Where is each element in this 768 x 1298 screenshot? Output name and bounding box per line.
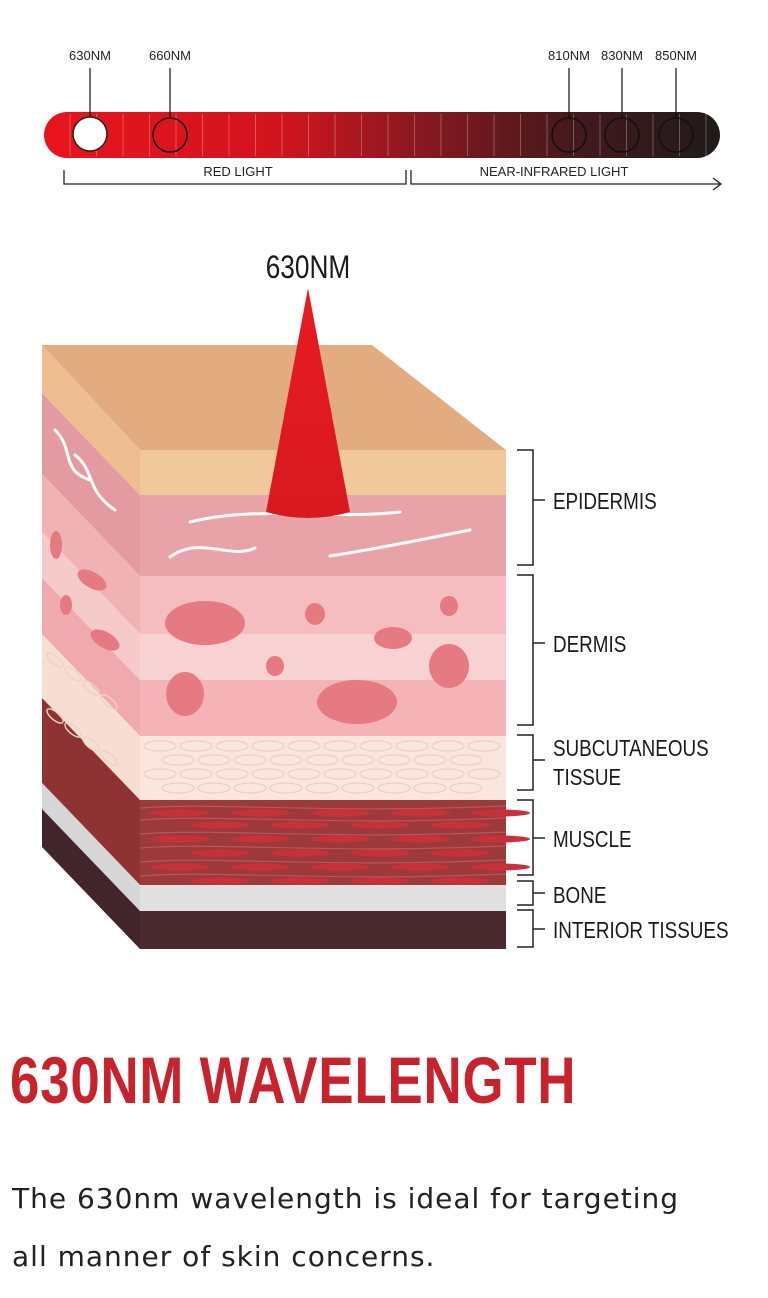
- layer-label-tissue: TISSUE: [553, 765, 621, 790]
- wavelength-label-630: 630NM: [69, 48, 111, 63]
- red-light-bracket: [63, 170, 407, 185]
- spectrum-ticks: [69, 114, 707, 156]
- description-text: The 630nm wavelength is ideal for target…: [12, 1182, 680, 1273]
- wavelength-label-810: 810NM: [548, 48, 590, 63]
- layer-label-muscle: MUSCLE: [553, 827, 632, 852]
- layer-annotations: [517, 449, 545, 948]
- spectrum-bar: [44, 112, 720, 158]
- muscle-fibers: [139, 805, 530, 885]
- bone-layer: [140, 885, 506, 911]
- near-infrared-label: NEAR-INFRARED LIGHT: [480, 164, 629, 179]
- layer-label-subcutaneous: SUBCUTANEOUS: [553, 736, 709, 761]
- light-beam: [266, 288, 350, 518]
- layer-label-dermis: DERMIS: [553, 632, 626, 657]
- wavelength-label-830: 830NM: [601, 48, 643, 63]
- dermis-side-upper: [42, 474, 140, 634]
- skin-layers-block: 630NM: [42, 251, 530, 949]
- skin-surface-edge-side: [42, 345, 140, 495]
- dermis-cells: [50, 531, 469, 724]
- wavelength-marker-630-selected: [72, 116, 108, 152]
- layer-label-bone: BONE: [553, 883, 606, 908]
- layer-label-epidermis: EPIDERMIS: [553, 489, 657, 514]
- dermis-side-lower: [42, 578, 140, 736]
- wavelength-label-660: 660NM: [149, 48, 191, 63]
- wavelength-marker-830: [604, 117, 640, 153]
- fat-cells: [46, 652, 501, 794]
- layer-label-interior-tissues: INTERIOR TISSUES: [553, 918, 729, 943]
- wavelength-marker-850: [658, 117, 694, 153]
- wavelength-label-850: 850NM: [655, 48, 697, 63]
- interior-side: [42, 809, 140, 949]
- red-light-label: RED LIGHT: [203, 164, 272, 179]
- nir-light-bracket: [410, 170, 720, 185]
- muscle-side: [42, 698, 140, 885]
- bone-side: [42, 783, 140, 911]
- beam-label: 630NM: [266, 251, 351, 286]
- wavelength-spectrum: 630NM 660NM 810NM 830NM 850NM RED LIGHT …: [44, 48, 723, 191]
- wavelength-marker-810: [551, 117, 587, 153]
- epidermis-side: [42, 393, 140, 576]
- skin-surface-top: [42, 345, 506, 450]
- wavelength-marker-660: [152, 117, 188, 153]
- interior-tissue-layer: [140, 911, 506, 949]
- skin-diagram: 630NM 660NM 810NM 830NM 850NM RED LIGHT …: [42, 48, 729, 949]
- arrow-right-icon: [712, 177, 723, 191]
- page-headline: 630NM WAVELENGTH: [10, 1043, 577, 1117]
